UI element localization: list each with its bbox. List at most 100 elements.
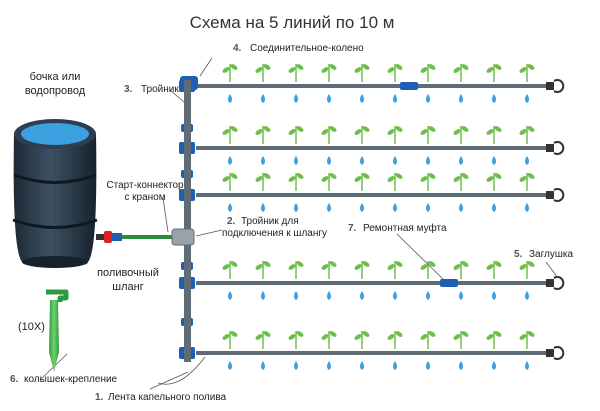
- plant-leaf: [354, 67, 362, 73]
- plant-leaf: [321, 264, 329, 270]
- diagram-title: Схема на 5 линий по 10 м: [190, 13, 395, 32]
- plant-leaf: [420, 176, 428, 182]
- plant-leaf: [321, 67, 329, 73]
- plant-leaf: [527, 64, 535, 70]
- barrel: [12, 119, 98, 268]
- water-drop: [525, 361, 529, 370]
- end-plug-cap: [553, 188, 565, 202]
- plant-leaf: [362, 331, 370, 337]
- plant-leaf: [527, 126, 535, 132]
- hose-tee-number: 2.: [227, 216, 236, 227]
- plant-leaf: [263, 126, 271, 132]
- plant-leaf: [288, 67, 296, 73]
- plant-leaf: [519, 264, 527, 270]
- plant-leaf: [222, 176, 230, 182]
- plant-leaf: [486, 264, 494, 270]
- water-drop: [525, 156, 529, 165]
- water-drop: [459, 156, 463, 165]
- plant-leaf: [321, 129, 329, 135]
- water-drop: [294, 361, 298, 370]
- end-plug-cap: [553, 141, 565, 155]
- water-drop: [327, 361, 331, 370]
- water-drop: [393, 291, 397, 300]
- plant-leaf: [420, 264, 428, 270]
- plant-leaf: [420, 334, 428, 340]
- barrel-water: [21, 123, 89, 145]
- plant-leaf: [519, 129, 527, 135]
- connector-blue: [112, 233, 122, 241]
- plant-leaf: [395, 331, 403, 337]
- tape-label: Лента капельного полива: [108, 392, 227, 403]
- water-drop: [360, 156, 364, 165]
- plant-leaf: [263, 331, 271, 337]
- plant-leaf: [486, 129, 494, 135]
- starter-label-1: Старт-коннектор: [106, 180, 184, 191]
- main-feeder-pipe: [184, 80, 191, 362]
- water-drop: [393, 203, 397, 212]
- plug-number: 5.: [514, 249, 523, 260]
- plant-leaf: [296, 173, 304, 179]
- repair-coupling: [400, 82, 418, 90]
- plant-leaf: [222, 129, 230, 135]
- plant-leaf: [230, 331, 238, 337]
- plant-leaf: [222, 334, 230, 340]
- plant-leaf: [387, 264, 395, 270]
- plant-leaf: [494, 261, 502, 267]
- stake-count: (10X): [18, 321, 45, 333]
- water-drop: [360, 94, 364, 103]
- plant-leaf: [428, 261, 436, 267]
- elbow-label: Соединительное-колено: [250, 43, 364, 54]
- water-drop: [393, 361, 397, 370]
- plant-leaf: [288, 264, 296, 270]
- field: [179, 64, 565, 370]
- plant-leaf: [395, 64, 403, 70]
- plant-leaf: [296, 261, 304, 267]
- stake-label: колышек-крепление: [24, 374, 118, 385]
- plant-leaf: [321, 334, 329, 340]
- plant-leaf: [519, 67, 527, 73]
- water-drop: [360, 361, 364, 370]
- water-drop: [492, 94, 496, 103]
- end-plug-cap: [553, 276, 565, 290]
- water-drop: [294, 291, 298, 300]
- plant-leaf: [519, 176, 527, 182]
- plant-leaf: [230, 126, 238, 132]
- water-drop: [228, 203, 232, 212]
- plant-leaf: [288, 334, 296, 340]
- plant-leaf: [395, 261, 403, 267]
- plant-leaf: [288, 176, 296, 182]
- source-label-1: бочка или: [30, 71, 81, 83]
- plant-leaf: [296, 126, 304, 132]
- tee-number: 3.: [124, 84, 133, 95]
- plant-leaf: [428, 126, 436, 132]
- water-drop: [228, 156, 232, 165]
- plant-leaf: [362, 126, 370, 132]
- plant-leaf: [395, 173, 403, 179]
- plant-leaf: [329, 331, 337, 337]
- end-plug-cap: [553, 79, 565, 93]
- water-drop: [327, 203, 331, 212]
- drip-tape-line: [196, 351, 548, 355]
- plant-leaf: [395, 126, 403, 132]
- water-drop: [294, 156, 298, 165]
- drip-tape-line: [196, 281, 548, 285]
- plant-leaf: [329, 64, 337, 70]
- plant-leaf: [354, 129, 362, 135]
- plant-leaf: [255, 334, 263, 340]
- water-drop: [492, 203, 496, 212]
- water-drop: [393, 156, 397, 165]
- plant-leaf: [527, 261, 535, 267]
- repair-coupling: [440, 279, 458, 287]
- plant-leaf: [362, 261, 370, 267]
- water-drop: [360, 203, 364, 212]
- water-drop: [228, 94, 232, 103]
- plant-leaf: [486, 334, 494, 340]
- water-drop: [261, 361, 265, 370]
- hose-tee-label-1: Тройник для: [241, 216, 299, 227]
- plant-leaf: [428, 331, 436, 337]
- end-plug: [546, 144, 554, 152]
- drip-tape-line: [196, 84, 548, 88]
- water-drop: [459, 361, 463, 370]
- plant-leaf: [461, 64, 469, 70]
